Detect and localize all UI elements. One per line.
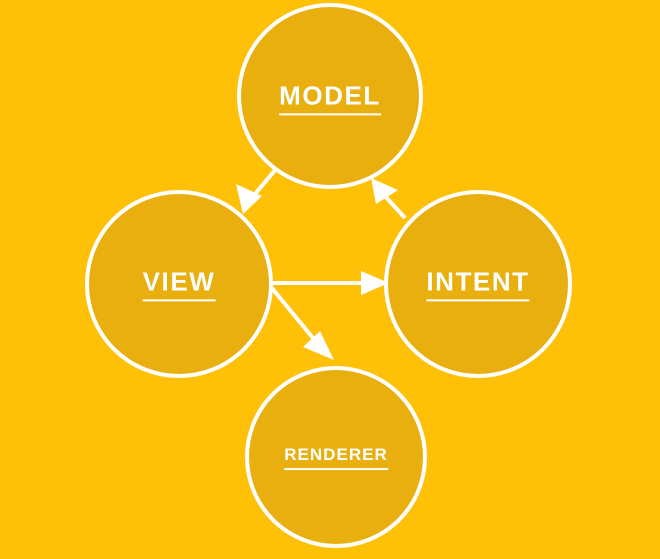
arrowhead-view-to-renderer	[303, 331, 334, 360]
edge-view-to-intent	[272, 271, 389, 295]
edge-intent-to-model	[371, 178, 407, 220]
node-circle-view[interactable]	[85, 190, 273, 378]
arrowhead-view-to-intent	[361, 271, 389, 295]
node-circle-intent[interactable]	[384, 190, 572, 378]
arrowhead-model-to-view	[236, 184, 262, 214]
node-circle-model[interactable]	[237, 3, 423, 189]
edge-view-to-renderer	[269, 285, 334, 360]
edge-model-to-view	[236, 167, 278, 214]
node-circle-renderer[interactable]	[245, 366, 427, 548]
arrowhead-intent-to-model	[371, 178, 398, 204]
